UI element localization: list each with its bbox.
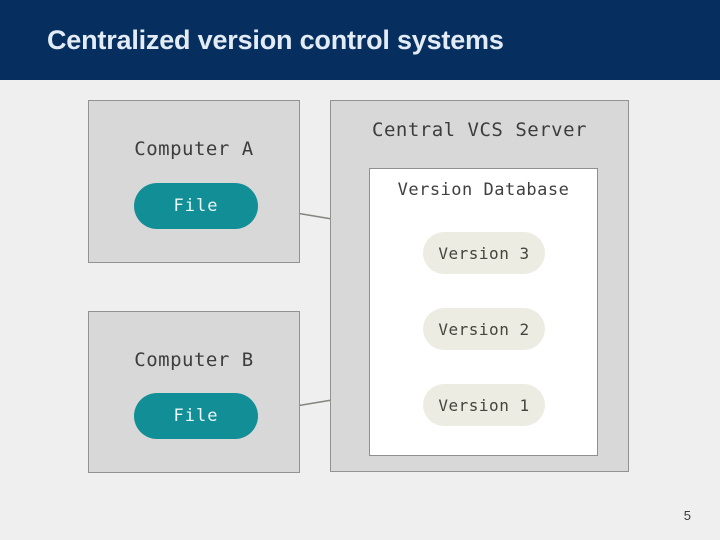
version-database-label: Version Database: [397, 180, 570, 200]
version-database-box: Version Database Version 3 Version 2 Ver…: [369, 168, 598, 456]
computer-b-label: Computer B: [134, 349, 254, 371]
computer-b-box: Computer B File: [88, 311, 300, 473]
version-3-pill: Version 3: [423, 232, 545, 274]
central-vcs-server-box: Central VCS Server Version Database Vers…: [330, 100, 629, 472]
computer-a-label: Computer A: [134, 138, 254, 160]
computer-b-file-pill: File: [134, 393, 258, 439]
version-1-pill: Version 1: [423, 384, 545, 426]
computer-a-box: Computer A File: [88, 100, 300, 263]
page-number: 5: [683, 508, 691, 523]
slide-header: Centralized version control systems: [0, 0, 720, 80]
computer-a-file-pill: File: [134, 183, 258, 229]
slide-title: Centralized version control systems: [47, 24, 504, 55]
version-2-pill: Version 2: [423, 308, 545, 350]
central-vcs-server-label: Central VCS Server: [372, 119, 587, 141]
